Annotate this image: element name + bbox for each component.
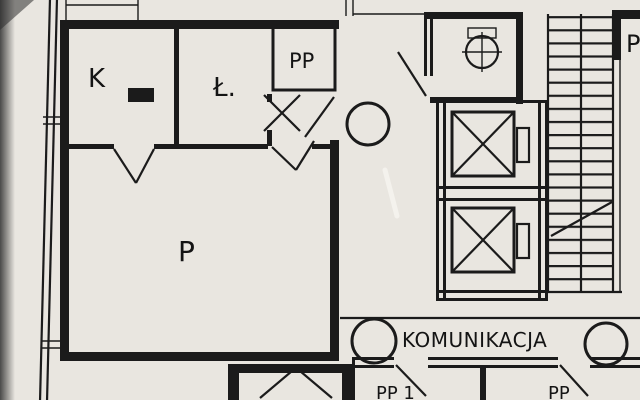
apartment-walls — [60, 20, 339, 361]
exterior-wall-left — [38, 0, 60, 400]
structural-column-2 — [350, 317, 398, 365]
storage-room-outline — [271, 22, 337, 92]
staircase — [546, 10, 640, 294]
door-swings — [113, 94, 335, 184]
structural-column-1 — [345, 101, 391, 147]
elevator-shaft-2 — [450, 206, 531, 274]
main-room-label: P — [178, 235, 195, 268]
corridor-top-wall — [345, 0, 424, 16]
lower-room-label-1: PP 1 — [376, 383, 415, 400]
bathroom-label: Ł. — [212, 73, 236, 103]
photo-edge-shadow — [0, 0, 15, 400]
storage-label: PP — [289, 49, 314, 73]
structural-column-3 — [583, 321, 629, 367]
round-fixture-icon — [462, 27, 502, 72]
duct — [128, 88, 154, 102]
window-bay — [65, 0, 139, 20]
adjacent-room-label: P — [626, 30, 640, 58]
elevator-shaft-1 — [450, 110, 531, 178]
elevator-shaft-walls — [436, 100, 548, 301]
lower-room-label-2: PP — [548, 383, 570, 400]
kitchen-label: K — [88, 64, 106, 94]
photo-corner-shadow — [0, 0, 34, 30]
lower-rooms-walls — [228, 357, 640, 400]
paper-scratch — [382, 167, 400, 219]
corridor-label: KOMUNIKACJA — [402, 328, 547, 352]
